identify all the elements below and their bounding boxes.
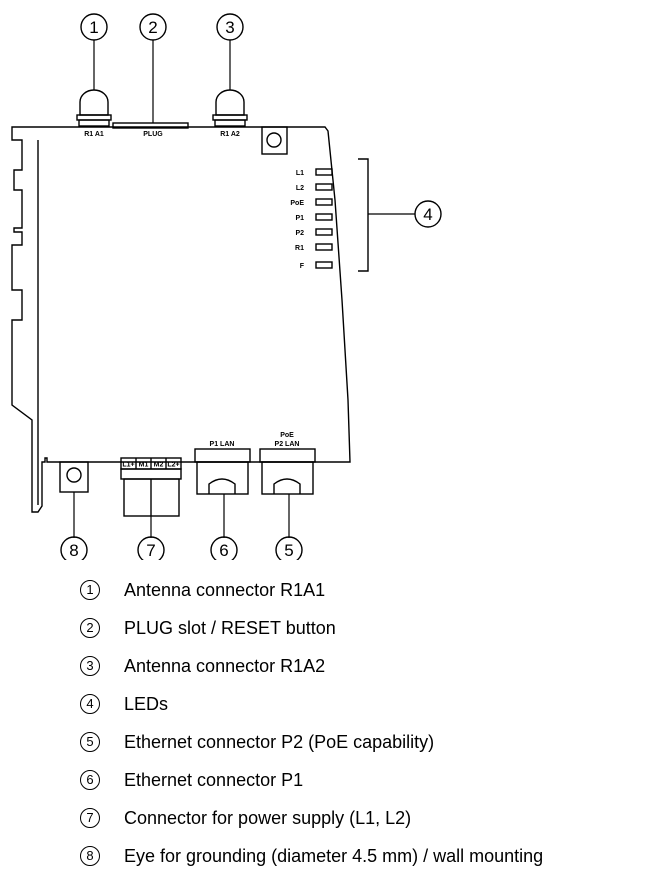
callout-8-number: 8 — [69, 541, 78, 560]
legend-item: 3 Antenna connector R1A2 — [0, 656, 658, 684]
device-diagram: 1 2 3 4 5 6 7 8 R1 A1 PLUG R1 A2 P1 LAN … — [11, 13, 442, 560]
led-label-l2: L2 — [296, 185, 304, 192]
legend-number-7: 7 — [80, 808, 100, 828]
legend-item: 4 LEDs — [0, 694, 658, 722]
legend-text-5: Ethernet connector P2 (PoE capability) — [124, 732, 435, 752]
led-label-r1: R1 — [295, 245, 304, 252]
housing-outline — [11, 126, 351, 513]
legend-text-6: Ethernet connector P1 — [124, 770, 304, 790]
terminal-label-l2plus: L2+ — [167, 462, 179, 469]
label-p1-lan: P1 LAN — [210, 441, 235, 448]
led-label-f: F — [300, 263, 305, 270]
antenna-r1a1-icon — [76, 89, 112, 127]
legend-text-1: Antenna connector R1A1 — [124, 580, 326, 600]
terminal-label-m2: M2 — [154, 462, 164, 469]
led-bracket — [358, 158, 369, 272]
callout-4-number: 4 — [423, 205, 432, 224]
callout-circles — [60, 13, 442, 560]
legend-number-4: 4 — [80, 694, 100, 714]
antenna-r1a2-icon — [212, 89, 248, 127]
callout-7-number: 7 — [146, 541, 155, 560]
leader-lines — [73, 40, 415, 538]
terminal-label-l1plus: L1+ — [122, 462, 134, 469]
legend-text-2: PLUG slot / RESET button — [124, 618, 336, 638]
legend-number-1: 1 — [80, 580, 100, 600]
legend-text-3: Antenna connector R1A2 — [124, 656, 326, 676]
legend-number-5: 5 — [80, 732, 100, 752]
legend-item: 7 Connector for power supply (L1, L2) — [0, 808, 658, 836]
rj45-p2-icon — [259, 448, 316, 495]
plug-slot — [112, 122, 189, 129]
callout-2-number: 2 — [148, 18, 157, 37]
legend-number-2: 2 — [80, 618, 100, 638]
legend-item: 5 Ethernet connector P2 (PoE capability) — [0, 732, 658, 760]
led-indicators — [315, 168, 333, 269]
top-eye-housing — [261, 126, 288, 155]
legend-number-8: 8 — [80, 846, 100, 866]
callout-3-number: 3 — [225, 18, 234, 37]
callout-5-number: 5 — [284, 541, 293, 560]
bottom-eye-icon — [66, 467, 82, 483]
label-p2-lan: P2 LAN — [275, 441, 300, 448]
legend-item: 2 PLUG slot / RESET button — [0, 618, 658, 646]
callout-6-number: 6 — [219, 541, 228, 560]
legend-text-7: Connector for power supply (L1, L2) — [124, 808, 412, 828]
label-r1a1: R1 A1 — [84, 131, 104, 138]
led-label-poe: PoE — [290, 200, 304, 207]
top-eye-icon — [266, 132, 282, 148]
led-label-p2: P2 — [295, 230, 304, 237]
legend-number-3: 3 — [80, 656, 100, 676]
legend-text-4: LEDs — [124, 694, 169, 714]
legend-item: 8 Eye for grounding (diameter 4.5 mm) / … — [0, 846, 658, 874]
rj45-p1-icon — [194, 448, 251, 495]
led-label-p1: P1 — [295, 215, 304, 222]
callout-1-number: 1 — [89, 18, 98, 37]
label-plug: PLUG — [143, 131, 163, 138]
legend-number-6: 6 — [80, 770, 100, 790]
legend-item: 1 Antenna connector R1A1 — [0, 580, 658, 608]
legend-item: 6 Ethernet connector P1 — [0, 770, 658, 798]
legend-text-8: Eye for grounding (diameter 4.5 mm) / wa… — [124, 846, 544, 866]
bottom-eye-housing — [59, 461, 89, 493]
label-poe: PoE — [280, 432, 294, 439]
label-r1a2: R1 A2 — [220, 131, 240, 138]
terminal-label-m1: M1 — [139, 462, 149, 469]
led-label-l1: L1 — [296, 170, 304, 177]
